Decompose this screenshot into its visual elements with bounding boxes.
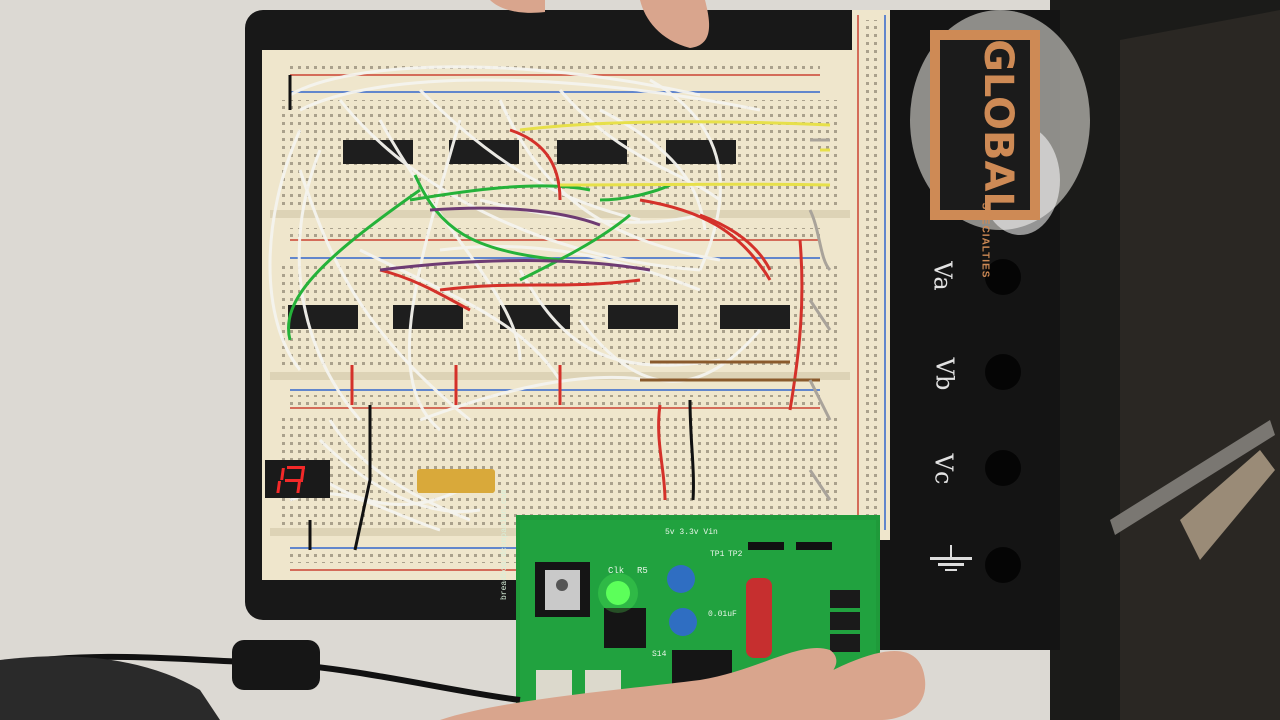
- finger-top: [640, 0, 710, 48]
- seven-segment-display: [265, 460, 330, 498]
- brand-logo-text: SPECIALTIES: [979, 202, 991, 279]
- pcb-url-text: breadboardcompanion.com: [500, 489, 509, 600]
- pcb-tp2-label: TP2: [728, 550, 743, 559]
- clock-led: [606, 581, 630, 605]
- sleeve: [0, 656, 220, 720]
- cable-ferrite: [232, 640, 320, 690]
- pcb-tp1-label: TP1: [710, 550, 725, 559]
- label-vb: Vb: [930, 357, 959, 391]
- pcb-s14-label: S14: [652, 650, 667, 659]
- label-vc: Vc: [929, 453, 958, 485]
- pcb-cap-label: 0.01uF: [708, 610, 737, 619]
- ground-icon: [930, 545, 972, 571]
- brand-logo: GLOBAL: [930, 30, 1040, 220]
- label-va: Va: [928, 261, 957, 291]
- pcb-r5-label: R5: [637, 566, 648, 576]
- yellow-component: [417, 469, 495, 493]
- svg-text:GLOBAL: GLOBAL: [975, 39, 1021, 217]
- hand-bottom: [440, 647, 926, 720]
- pcb-vcc-label: 5v 3.3v Vin: [665, 528, 718, 537]
- pcb-clk-label: Clk: [608, 566, 625, 576]
